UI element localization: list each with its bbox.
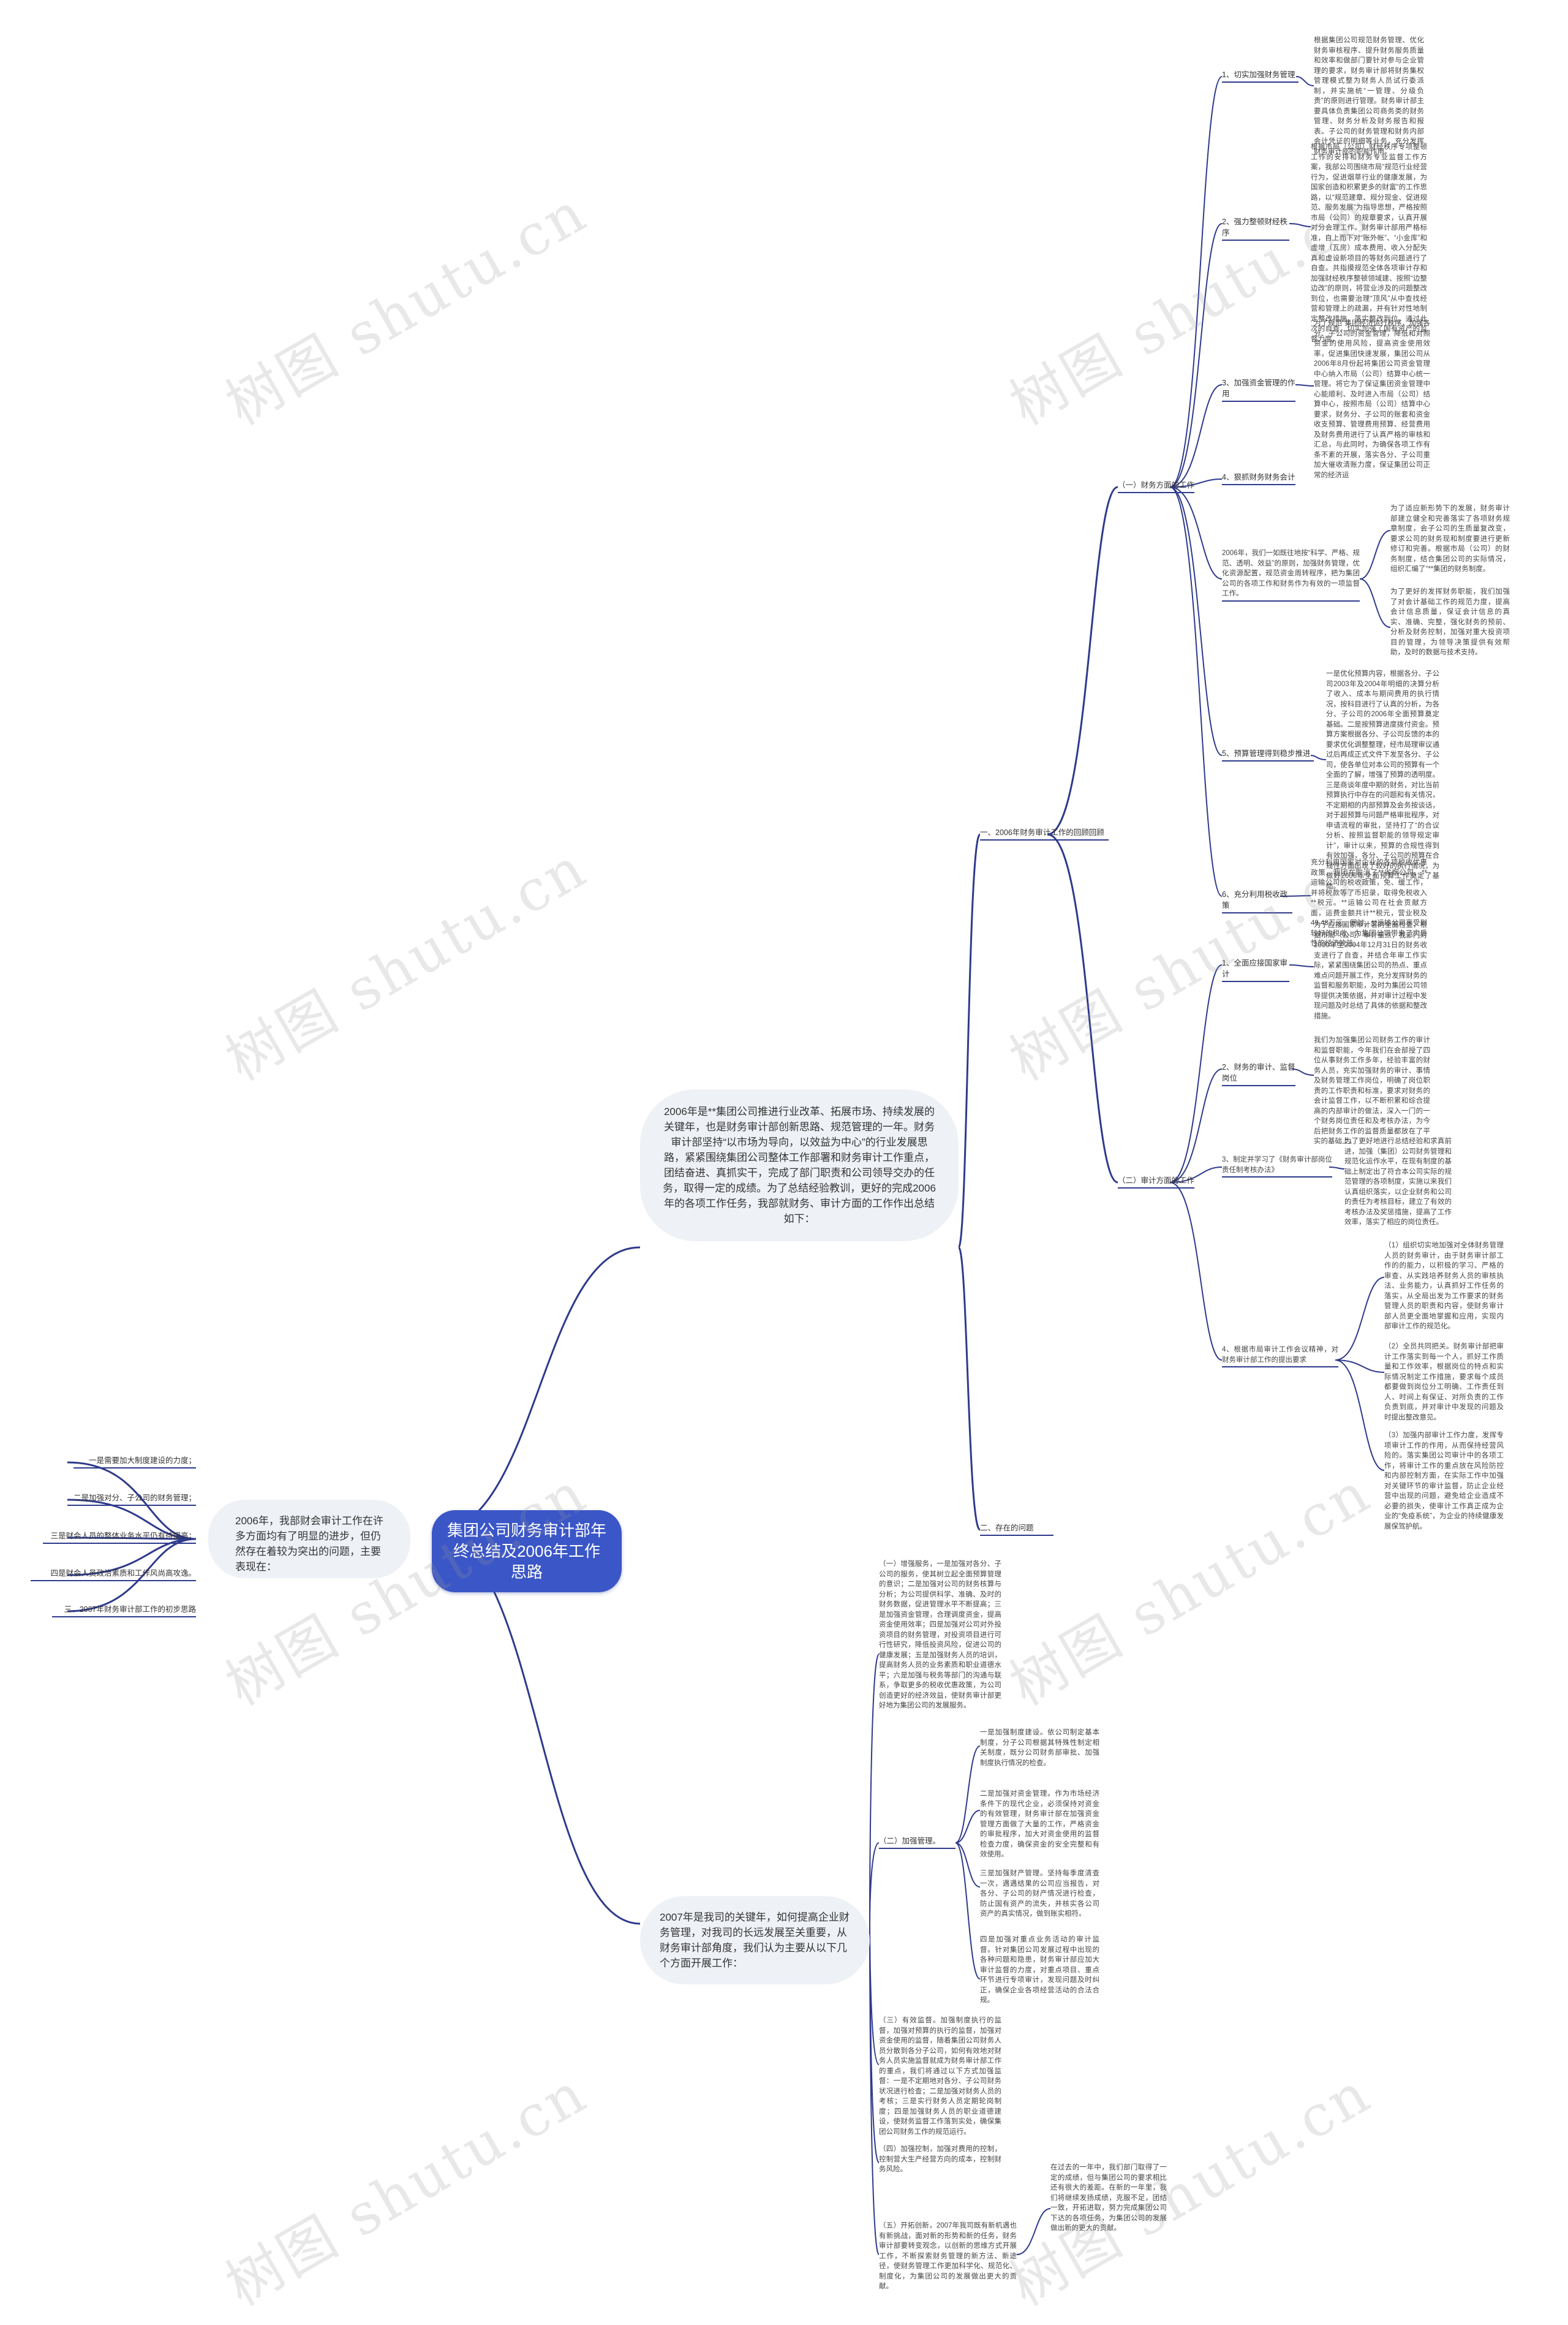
finance-item-detail: 根据集团公司规范财务管理、优化财务审核程序、提升财务服务质量和效率和做部门要针对…: [1314, 37, 1424, 156]
branch-2006-summary[interactable]: 2006年是**集团公司推进行业改革、拓展市场、持续发展的关键年，也是财务审计部…: [640, 1089, 959, 1241]
finance-item-detail: 为了更好的发挥财务职能，我们加强了对会计基础工作的规范力度，提高会计信息质量，保…: [1390, 588, 1510, 656]
finance-item[interactable]: 2、强力整顿财经秩序: [1222, 216, 1289, 241]
plan-item[interactable]: （三）有效监督。加强制度执行的监督，加强对预算的执行的监督，加强对资金使用的监督…: [879, 2017, 1001, 2136]
finance-item[interactable]: 2006年，我们一如既往地按“科学、严格、规范、透明、效益”的原则，加强财务管理…: [1222, 548, 1360, 602]
problem-item[interactable]: 三是财会人员的整体业务水平仍有待提高；: [43, 1530, 196, 1544]
audit-item[interactable]: 3、制定并学习了《财务审计部岗位责任制考核办法》: [1222, 1155, 1332, 1178]
plan-item[interactable]: （五）开拓创新，2007年我司既有新机遇也有新挑战，面对新的形势和新的任务，财务…: [879, 2222, 1017, 2290]
problem-item[interactable]: 四是财会人员政治素质和工作风尚高攻逸。: [31, 1568, 196, 1581]
plan-item-detail: 一是加强制度建设。依公司制定基本制度，分子公司根据其特殊性制定相关制度，既分公司…: [980, 1729, 1099, 1767]
root-node[interactable]: 集团公司财务审计部年终总结及2006年工作思路: [432, 1510, 622, 1592]
problem-item[interactable]: 三、2007年财务审计部工作的初步思路: [52, 1604, 196, 1617]
plan-item-detail: 四是加强对重点业务活动的审计监督。针对集团公司发展过程中出现的各种问题和隐患，财…: [980, 1936, 1099, 2004]
finance-work[interactable]: （一）财务方面的工作: [1118, 480, 1194, 493]
audit-item[interactable]: 2、财务的审计、监督岗位: [1222, 1062, 1295, 1086]
audit-item-detail: 为了应接国家审计署的全面检查，根据市局（公司）审计重点，我部门对2000年至20…: [1314, 921, 1427, 1020]
audit-item-detail: （2）全员共同把关。财务审计部把审计工作落实到每一个人，抓好工作质量和工作效率，…: [1384, 1343, 1504, 1421]
finance-item[interactable]: 6、充分利用税收政策: [1222, 889, 1292, 913]
audit-item-detail: 为了更好地进行总结经验和求真前进，加强（集团）公司财务管理和规范化运作水平，在现…: [1344, 1138, 1452, 1226]
finance-item-detail: 为了适应新形势下的发展，财务审计部建立健全和完善落实了各项财务规章制度，会子公司…: [1390, 505, 1510, 573]
audit-item-detail: 我们为加强集团公司财务工作的审计和监督职能，今年我们在会部授了四位从事财务工作多…: [1314, 1037, 1430, 1145]
finance-item[interactable]: 3、加强资金管理的作用: [1222, 377, 1295, 402]
plan-item-detail: 在过去的一年中，我们部门取得了一定的成绩，但与集团公司的要求相比还有很大的差距。…: [1050, 2164, 1167, 2232]
plan-item[interactable]: （二）加强管理。: [879, 1835, 956, 1849]
audit-item-detail: （1）组织切实地加强对全体财务管理人员的财务审计，由于财务审计部工作的的能力，以…: [1384, 1242, 1504, 1330]
finance-item[interactable]: 5、预算管理得到稳步推进: [1222, 748, 1314, 762]
branch-problems[interactable]: 2006年，我部财会审计工作在许多方面均有了明显的进步，但仍然存在着较为突出的问…: [208, 1500, 410, 1578]
branch-2007-plan[interactable]: 2007年是我司的关键年，如何提高企业财务管理，对我司的长远发展至关重要，从财务…: [640, 1896, 870, 1984]
finance-item-detail: 根据市局（公司）财经秩序专项整顿工作的安排和财务专业监督工作方案，我部公司围绕市…: [1311, 143, 1427, 343]
audit-item-detail: （3）加强内部审计工作力度，发挥专项审计工作的作用，从而保持经营风险的。落实集团…: [1384, 1432, 1504, 1530]
plan-item[interactable]: （一）增强服务，一是加强对各分、子公司的服务，使其树立起全面预算管理的意识；二是…: [879, 1560, 1001, 1709]
audit-item[interactable]: 4、根据市局审计工作会议精神，对财务审计部工作的提出要求: [1222, 1345, 1338, 1367]
plan-item[interactable]: （四）加强控制，加强对费用的控制，控制营大生产经营方向的成本，控制财务风险。: [879, 2145, 1001, 2173]
section-issues[interactable]: 二、存在的问题: [980, 1522, 1054, 1536]
audit-item[interactable]: 1、全面应接国家审计: [1222, 958, 1289, 982]
finance-item-detail: 充分利用国家对企业的各项税收优惠政策，我团在取消了**省烟公司、**运输公司的税…: [1311, 859, 1427, 947]
problem-item[interactable]: 二是加强对分、子公司的财务管理；: [67, 1492, 196, 1506]
problem-item[interactable]: 一是需要加大制度建设的力度；: [74, 1455, 196, 1469]
plan-item-detail: 三是加强财产管理。坚持每季度清查一次，遇遇结果的公司应当报告，对各分、子公司的财…: [980, 1870, 1099, 1918]
finance-item[interactable]: 1、切实加强财务管理: [1222, 69, 1298, 83]
section-review[interactable]: 一、2006年财务审计工作的回顾回顾: [980, 827, 1109, 841]
finance-item-detail: 一是优化预算内容，根据各分、子公司2003年及2004年明细的决算分析了收入、成…: [1326, 670, 1439, 890]
finance-item[interactable]: 4、狠抓财务财务会计: [1222, 472, 1295, 485]
audit-work[interactable]: （二）审计方面的工作: [1118, 1175, 1194, 1189]
finance-item-detail: 为了规范“集团经济运行秩序，加强各分、子公司的资金管理，降低和对照资金的使用风险…: [1314, 320, 1430, 479]
plan-item-detail: 二是加强对资金管理。作为市场经济条件下的现代企业，必须保持对资金的有效管理，财务…: [980, 1790, 1099, 1858]
